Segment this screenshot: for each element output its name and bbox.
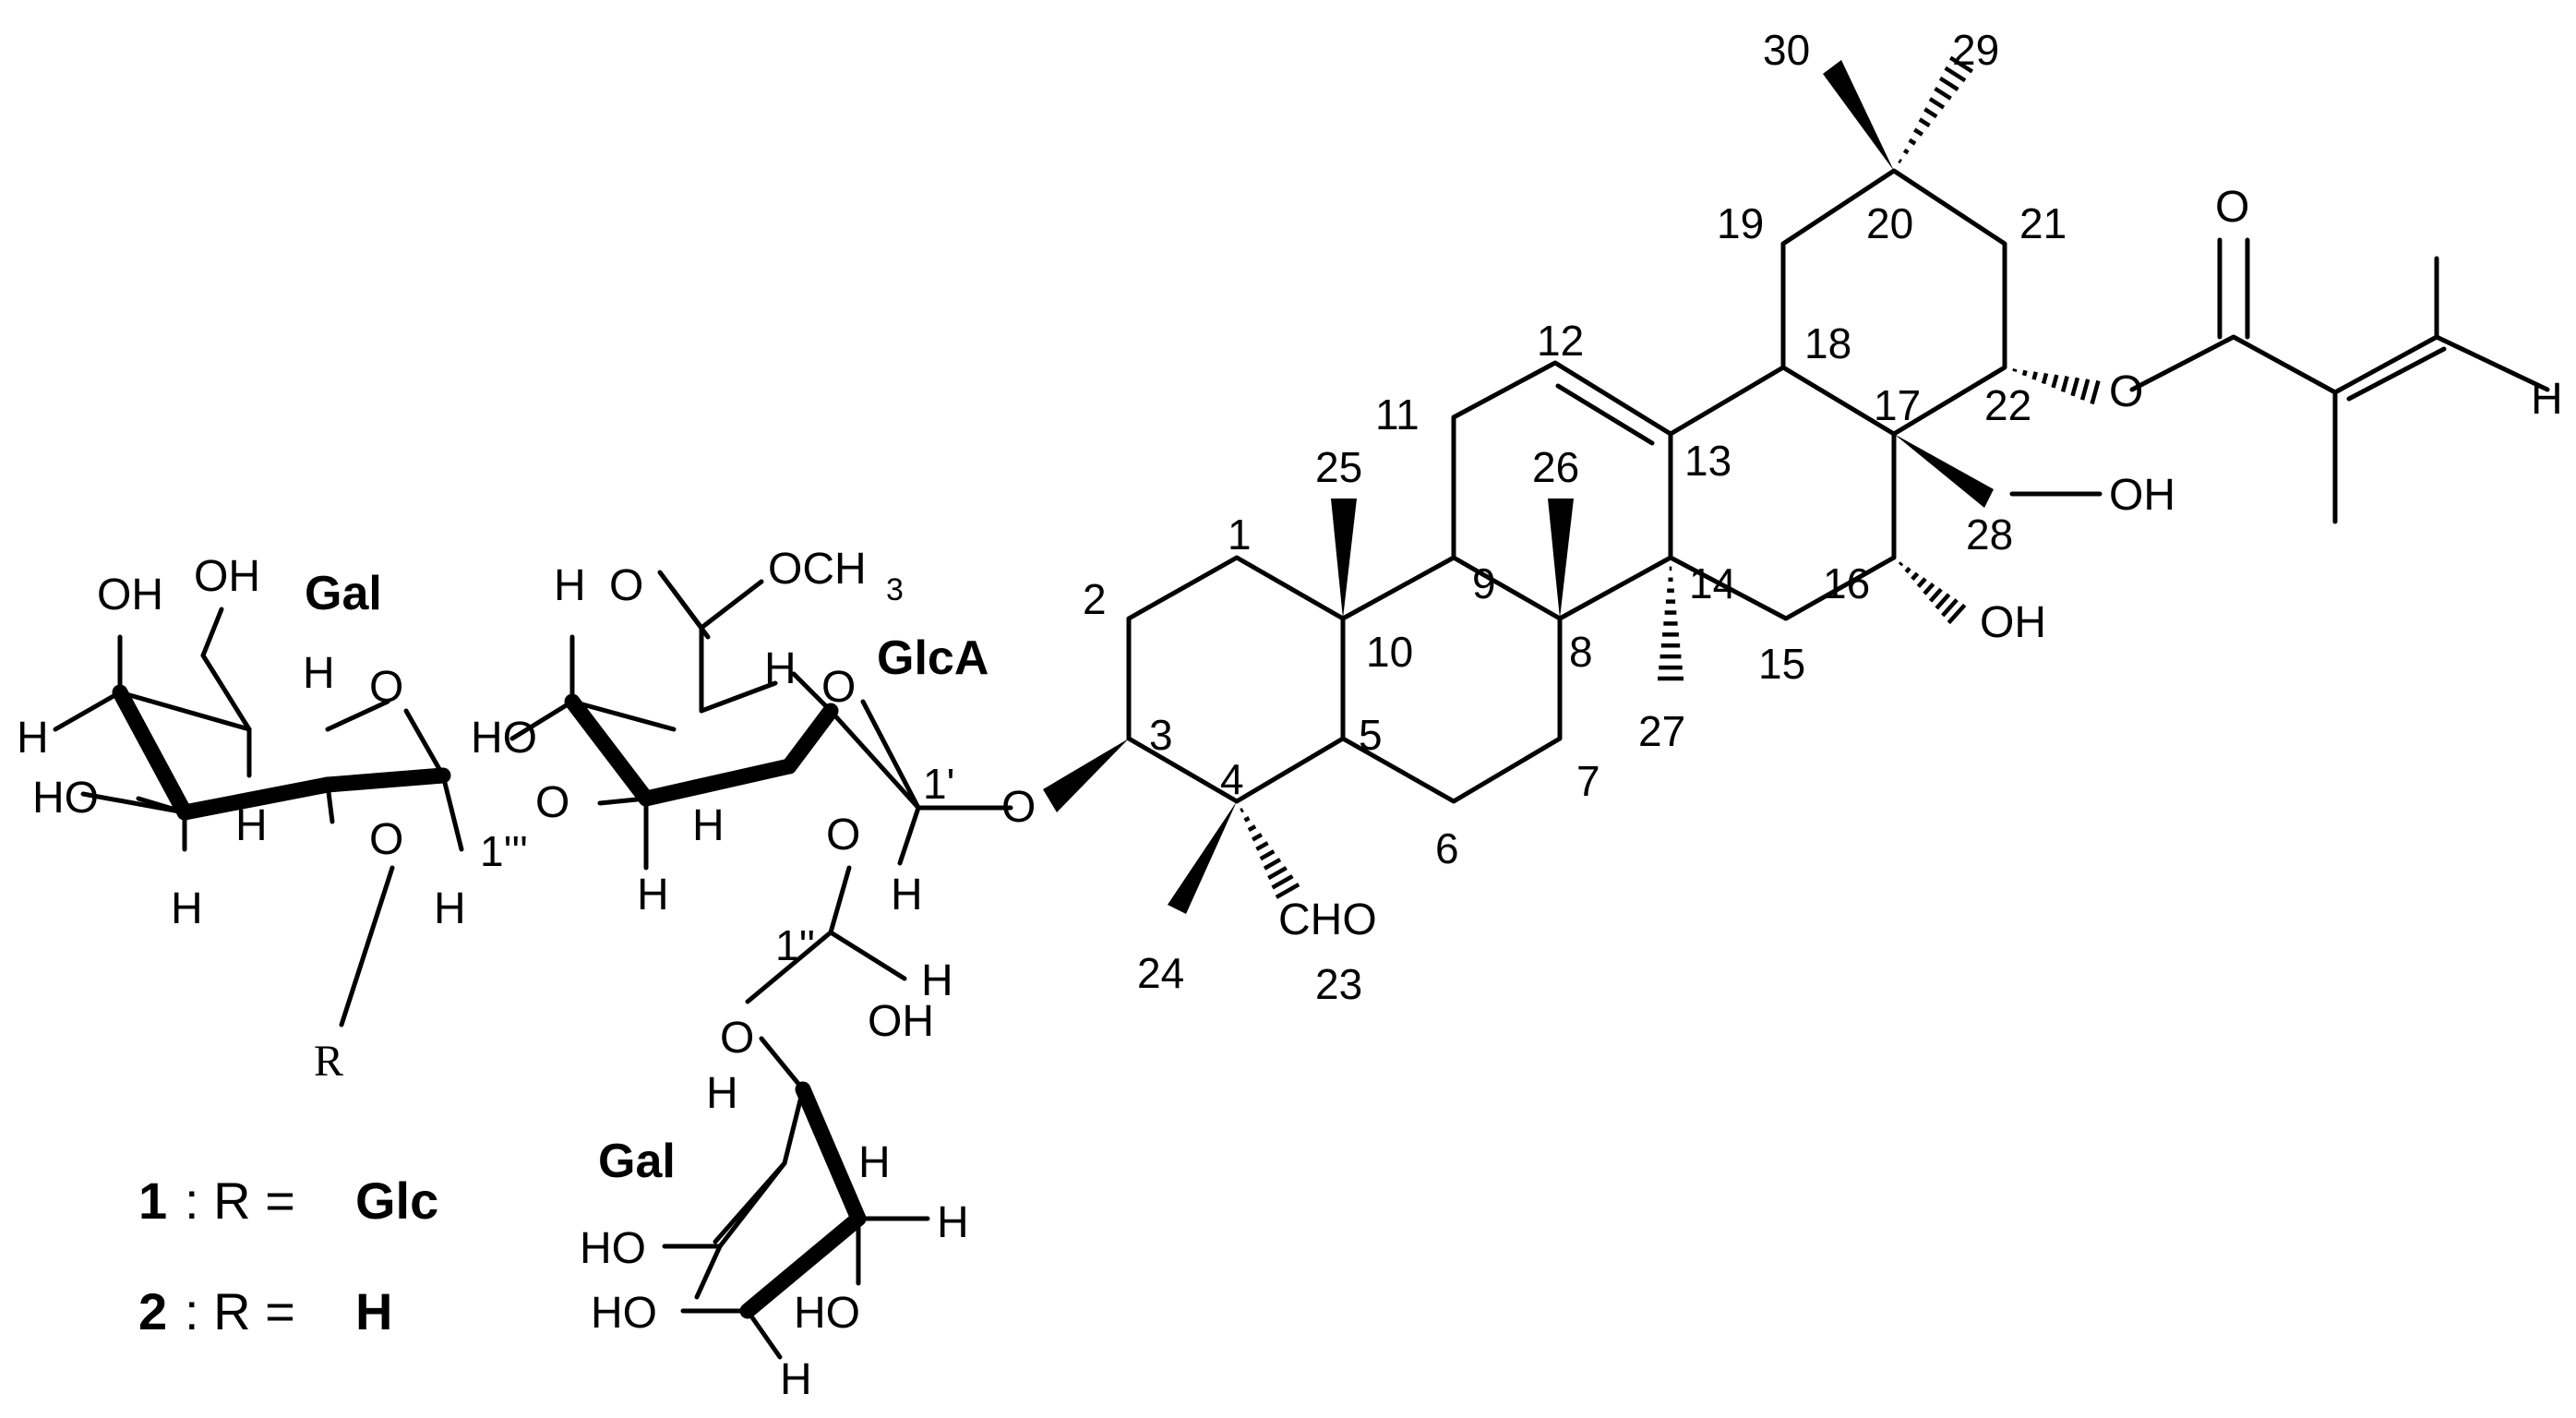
gal-bottom-h5: H: [706, 1069, 738, 1118]
gal-top-oxygen-2: O: [369, 815, 403, 864]
label-c6: 6: [1435, 824, 1459, 872]
gal-top-h4: H: [17, 714, 49, 763]
compound-1: 1 : R = Glc: [138, 1172, 438, 1230]
compound-2: 2 : R = H: [138, 1282, 392, 1340]
compound-2-separator: : R =: [185, 1282, 295, 1340]
glca-h1: H: [891, 871, 923, 919]
label-c1-prime: 1': [923, 760, 954, 808]
label-c1-triple-prime: 1''': [480, 827, 528, 875]
compound-1-group: Glc: [355, 1172, 438, 1230]
compound-1-separator: : R =: [185, 1172, 295, 1230]
label-c28: 28: [1966, 511, 2013, 559]
label-c1-double-prime: 1'': [775, 921, 815, 969]
glca-ring-oxygen: O: [821, 663, 856, 712]
gal-top-h2: H: [235, 801, 268, 850]
label-c13: 13: [1684, 437, 1731, 485]
glca-h3: H: [692, 801, 725, 850]
label-c2: 2: [1083, 575, 1107, 623]
compound-2-number: 2: [138, 1282, 167, 1340]
gal-bottom-oh2: OH: [868, 997, 934, 1046]
label-c12: 12: [1537, 317, 1584, 365]
compound-2-group: H: [355, 1282, 392, 1340]
label-c10: 10: [1366, 628, 1413, 676]
label-c3: 3: [1149, 711, 1173, 759]
vinyl-hydrogen: H: [2531, 375, 2563, 424]
aldehyde-cho: CHO: [1278, 895, 1377, 944]
glca-ester-oxygen: O: [609, 561, 643, 610]
link-oxygen-glca-gal: O: [535, 778, 569, 827]
label-c7: 7: [1576, 757, 1600, 805]
sugar-glca: GlcA: [877, 631, 988, 685]
gal-top-h3: H: [171, 884, 203, 933]
label-c4: 4: [1220, 755, 1244, 803]
glca-och3-subscript: 3: [886, 572, 904, 607]
label-c30: 30: [1763, 26, 1810, 74]
stereo-wedges: [1043, 60, 1994, 914]
carbon-numbering: 1 2 3 4 5 6 7 8 9 10 11 12 13 14 15 16 1…: [480, 26, 2067, 1008]
stereo-hashes: [1240, 55, 2101, 899]
glca-h4: H: [554, 561, 586, 610]
aglycone-bonds: [1126, 168, 2550, 804]
glca-ho: HO: [471, 714, 537, 763]
label-c1: 1: [1228, 511, 1252, 559]
compound-1-number: 1: [138, 1172, 167, 1230]
gal-top-oh6: OH: [194, 552, 260, 601]
gal-bottom-h2: H: [858, 1138, 891, 1187]
substituent-r: R: [314, 1037, 343, 1086]
carbonyl-oxygen: O: [2215, 183, 2249, 232]
label-c27: 27: [1638, 707, 1685, 755]
gal-bottom-h4: H: [780, 1355, 812, 1404]
label-c18: 18: [1804, 319, 1851, 367]
gal-top-ring-oxygen: O: [369, 663, 403, 712]
hydroxyl-16: OH: [1980, 598, 2046, 647]
label-c17: 17: [1874, 381, 1921, 429]
glca-link-oxygen-2: O: [826, 811, 860, 859]
glca-och3: OCH: [768, 545, 867, 594]
label-c29: 29: [1952, 26, 1999, 74]
ester-oxygen: O: [2109, 367, 2143, 416]
gal-top-ho3: HO: [32, 774, 99, 823]
compound-legend: 1 : R = Glc 2 : R = H: [138, 1172, 438, 1340]
sugar-bold-bonds: [112, 684, 867, 1319]
sugar-gal-top: Gal: [305, 567, 382, 620]
atom-labels: CHO OH OH O O H O O O OCH 3 H HO H H H O…: [17, 183, 2563, 1404]
label-c19: 19: [1717, 199, 1764, 247]
label-c23: 23: [1315, 960, 1362, 1008]
label-c21: 21: [2019, 199, 2067, 247]
gal-top-oh4: OH: [97, 571, 163, 619]
sugar-bonds: [53, 570, 1013, 1360]
label-c9: 9: [1472, 559, 1496, 607]
label-c8: 8: [1569, 628, 1593, 676]
label-c20: 20: [1866, 199, 1913, 247]
gal-bottom-h3: H: [937, 1198, 969, 1247]
label-c22: 22: [1984, 381, 2031, 429]
gal-bottom-ho6: HO: [580, 1224, 646, 1273]
label-c25: 25: [1315, 443, 1362, 491]
gal-bottom-h1: H: [921, 956, 953, 1005]
hydroxyl-28: OH: [2109, 471, 2175, 520]
gal-bottom-ho4: HO: [591, 1289, 657, 1338]
sugar-names: Gal GlcA Gal: [305, 567, 988, 1188]
label-c15: 15: [1758, 640, 1805, 688]
glca-h2: H: [637, 871, 669, 919]
label-c26: 26: [1532, 443, 1579, 491]
gal-top-h5: H: [303, 649, 335, 698]
label-c11: 11: [1375, 391, 1420, 439]
gal-top-h1: H: [434, 884, 466, 933]
glycosidic-oxygen-3: O: [1001, 783, 1036, 832]
label-c14: 14: [1689, 559, 1736, 607]
label-c16: 16: [1823, 559, 1870, 607]
label-c24: 24: [1137, 949, 1184, 997]
gal-bottom-ring-oxygen: O: [720, 1014, 754, 1063]
glca-h5: H: [764, 644, 797, 693]
sugar-gal-bottom: Gal: [598, 1135, 676, 1188]
gal-bottom-ho3: HO: [794, 1289, 860, 1338]
label-c5: 5: [1359, 711, 1383, 759]
